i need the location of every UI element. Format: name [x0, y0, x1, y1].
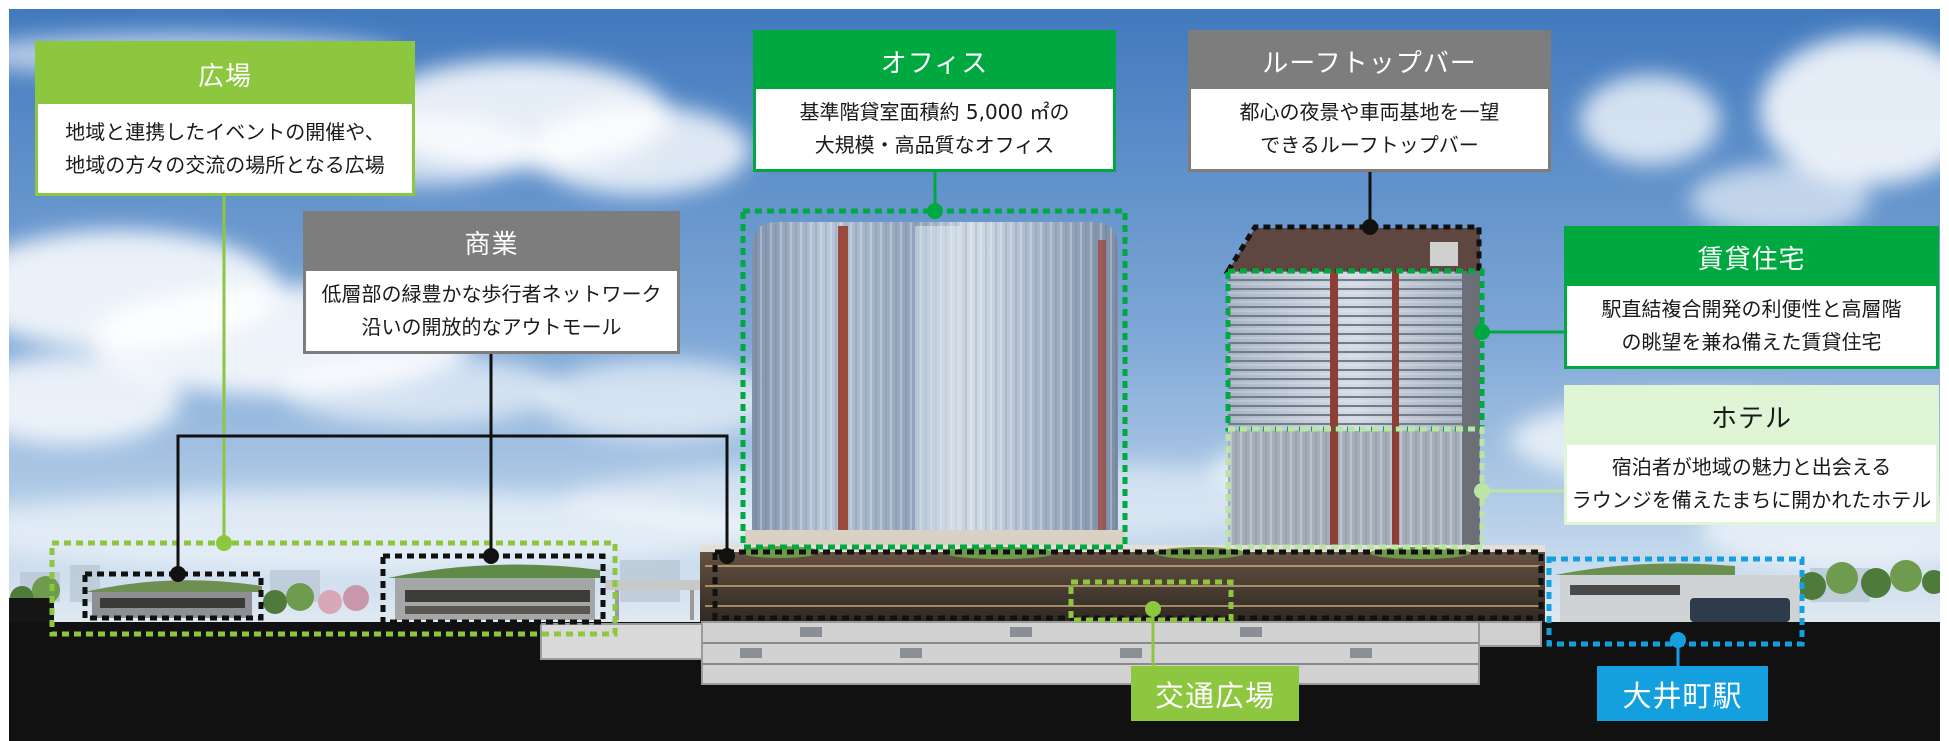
retail-connector-dot-west [170, 566, 186, 582]
retail-description-line: 低層部の緑豊かな歩行者ネットワーク [321, 282, 662, 306]
office-description-line: 大規模・高品質なオフィス [814, 133, 1055, 157]
station-building [1555, 563, 1800, 625]
rooftop-bar-description: 都心の夜景や車両基地を一望 できるルーフトップバー [1191, 89, 1548, 169]
office-connector-dot [927, 203, 943, 219]
plaza-connector-dot [216, 535, 232, 551]
rooftop-bar-connector-dot [1362, 219, 1378, 235]
rental-housing-callout: 賃貸住宅 駅直結複合開発の利便性と高層階 の眺望を兼ね備えた賃貸住宅 [1564, 226, 1939, 369]
hotel-description-line: 宿泊者が地域の魅力と出会える [1611, 454, 1892, 479]
station-connector-dot [1670, 632, 1686, 648]
office-description: 基準階貸室面積約 5,000 ㎡の 大規模・高品質なオフィス [756, 89, 1113, 169]
retail-outline-podium [712, 549, 1544, 621]
station-tag: 大井町駅 [1597, 666, 1768, 721]
rooftop-bar-description-line: 都心の夜景や車両基地を一望 [1239, 100, 1500, 124]
transit-plaza-outline [1068, 579, 1234, 623]
rooftop-bar-title: ルーフトップバー [1191, 33, 1548, 89]
residential-hotel-tower [1228, 228, 1480, 547]
retail-outline-central [380, 553, 606, 625]
hotel-callout: ホテル 宿泊者が地域の魅力と出会える ラウンジを備えたまちに開かれたホテル [1564, 385, 1939, 525]
retail-outline-west [82, 571, 264, 621]
rooftop-bar-callout: ルーフトップバー 都心の夜景や車両基地を一望 できるルーフトップバー [1188, 30, 1551, 172]
rooftop-bar-outline [1223, 224, 1482, 274]
rental-housing-description-line: の眺望を兼ね備えた賃貸住宅 [1621, 330, 1882, 354]
retail-building [388, 564, 600, 620]
office-outline [740, 208, 1128, 550]
retail-description: 低層部の緑豊かな歩行者ネットワーク 沿いの開放的なアウトモール [306, 271, 677, 351]
plaza-title: 広場 [38, 44, 412, 104]
transit-plaza-tag: 交通広場 [1131, 666, 1299, 721]
office-callout: オフィス 基準階貸室面積約 5,000 ㎡の 大規模・高品質なオフィス [753, 30, 1116, 172]
retail-connector-dot-central [483, 548, 499, 564]
plaza-outline [49, 540, 618, 637]
office-tower [745, 222, 1125, 548]
rental-housing-connector-dot [1474, 324, 1490, 340]
rental-housing-description: 駅直結複合開発の利便性と高層階 の眺望を兼ね備えた賃貸住宅 [1567, 286, 1936, 366]
retail-connector-bracket [176, 434, 729, 574]
retail-callout: 商業 低層部の緑豊かな歩行者ネットワーク 沿いの開放的なアウトモール [303, 211, 680, 354]
hotel-connector-dot [1474, 483, 1490, 499]
office-description-line: 基準階貸室面積約 5,000 ㎡の [799, 100, 1070, 124]
rental-housing-title: 賃貸住宅 [1567, 229, 1936, 286]
hotel-title: ホテル [1567, 388, 1936, 445]
plaza-description-line: 地域と連携したイベントの開催や、 [65, 119, 385, 144]
hotel-description-line: ラウンジを備えたまちに開かれたホテル [1571, 487, 1932, 512]
rooftop-bar-description-line: できるルーフトップバー [1260, 133, 1479, 157]
station-outline [1546, 556, 1805, 647]
hotel-description: 宿泊者が地域の魅力と出会える ラウンジを備えたまちに開かれたホテル [1567, 445, 1936, 522]
rental-housing-description-line: 駅直結複合開発の利便性と高層階 [1601, 297, 1902, 321]
retail-connector-dot-podium [719, 548, 735, 564]
underground-levels [540, 621, 1542, 685]
plaza-pavilion [85, 580, 262, 618]
hotel-outline [1225, 426, 1485, 550]
plaza-callout: 広場 地域と連携したイベントの開催や、 地域の方々の交流の場所となる広場 [35, 41, 415, 196]
office-title: オフィス [756, 33, 1113, 89]
plaza-description-line: 地域の方々の交流の場所となる広場 [65, 152, 385, 177]
retail-description-line: 沿いの開放的なアウトモール [361, 315, 622, 339]
rental-housing-outline [1225, 268, 1485, 432]
transit-plaza-connector-dot [1145, 601, 1161, 617]
plaza-description: 地域と連携したイベントの開催や、 地域の方々の交流の場所となる広場 [38, 104, 412, 193]
retail-title: 商業 [306, 214, 677, 271]
